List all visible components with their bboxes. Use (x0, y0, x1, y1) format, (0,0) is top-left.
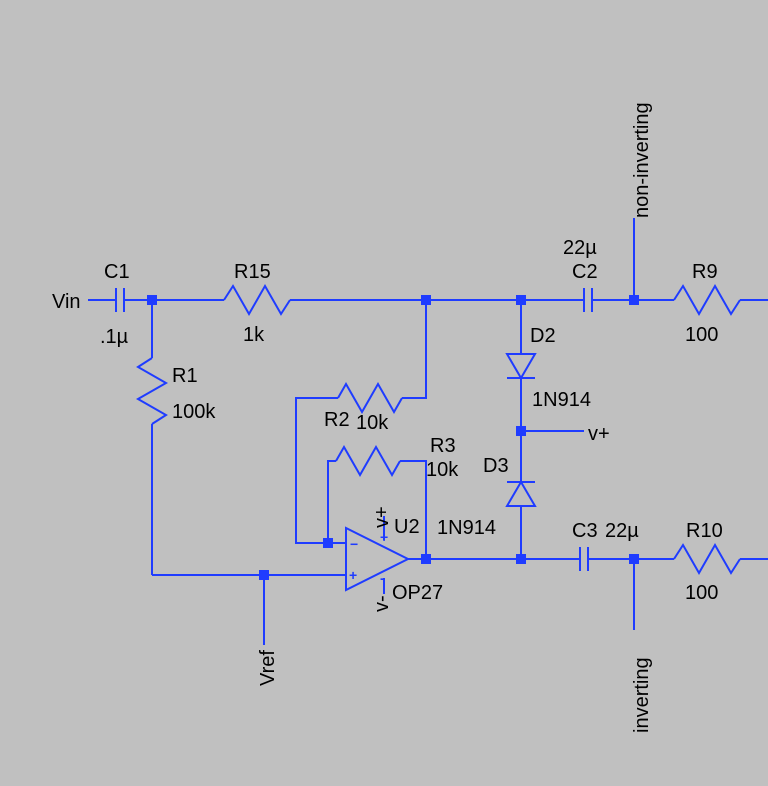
u2-value: OP27 (392, 582, 443, 604)
r10-value: 100 (685, 582, 718, 604)
c1-value: .1µ (100, 326, 129, 348)
capacitor-c1 (115, 288, 125, 312)
node-r2-top (421, 295, 431, 305)
r3-name: R3 (430, 435, 456, 457)
d3-name: D3 (483, 455, 509, 477)
net-label-vplus: v+ (588, 423, 610, 445)
u2-pin-vpos: v+ (371, 506, 393, 528)
d2-name: D2 (530, 325, 556, 347)
resistor-r2 (295, 300, 427, 544)
u2-name: U2 (394, 516, 420, 538)
d2-value: 1N914 (532, 389, 591, 411)
node-vref (259, 570, 269, 580)
net-label-inverting: inverting (631, 657, 653, 733)
resistor-r9 (673, 283, 768, 317)
d3-value: 1N914 (437, 517, 496, 539)
wire-c3-to-r10 (588, 558, 674, 630)
diode-d3 (505, 480, 537, 559)
resistor-r10 (673, 542, 768, 576)
net-label-vref: Vref (257, 650, 279, 686)
r2-value: 10k (356, 412, 389, 434)
opamp-plus-sign-vpos: + (380, 529, 388, 545)
resistor-r15 (223, 283, 291, 317)
node-d3-bottom (516, 554, 526, 564)
r3-value: 10k (426, 459, 459, 481)
node-d2-top (516, 295, 526, 305)
capacitor-c3 (579, 547, 589, 571)
resistor-r3 (327, 444, 427, 559)
node-non-inverting (629, 295, 639, 305)
r9-value: 100 (685, 324, 718, 346)
r1-value: 100k (172, 401, 216, 423)
node-vplus (516, 426, 526, 436)
resistor-r1 (135, 300, 169, 575)
r9-name: R9 (692, 261, 718, 283)
net-label-non-inverting: non-inverting (631, 102, 653, 218)
net-label-vin: Vin (52, 291, 81, 313)
opamp-minus-sign-vneg: - (380, 570, 385, 586)
r15-name: R15 (234, 261, 271, 283)
c3-value: 22µ (605, 520, 639, 542)
c1-name: C1 (104, 261, 130, 283)
wire-c2-to-r9 (592, 218, 674, 301)
u2-pin-vneg: v- (371, 595, 393, 612)
junction-nodes (147, 295, 639, 580)
c3-name: C3 (572, 520, 598, 542)
r10-name: R10 (686, 520, 723, 542)
opamp-plus-sign: + (349, 567, 357, 583)
node-minus-input (323, 538, 333, 548)
node-c1-r15 (147, 295, 157, 305)
r2-name: R2 (324, 409, 350, 431)
opamp-minus-sign: − (350, 536, 358, 552)
r15-value: 1k (243, 324, 265, 346)
r1-name: R1 (172, 365, 198, 387)
c2-value: 22µ (563, 237, 597, 259)
capacitor-c2 (583, 288, 593, 312)
node-inverting (629, 554, 639, 564)
c2-name: C2 (572, 261, 598, 283)
node-output (421, 554, 431, 564)
